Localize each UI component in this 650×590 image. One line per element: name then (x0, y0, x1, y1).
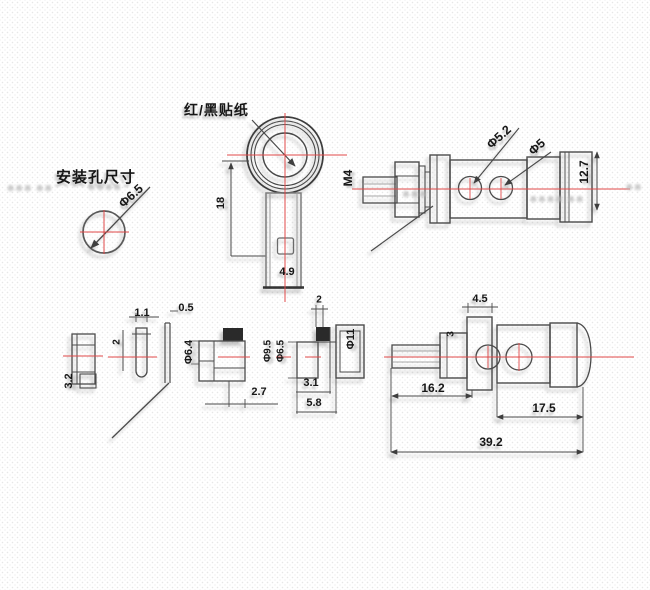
centerlines-group (63, 113, 634, 371)
dim-sec-w2: 5.8 (306, 397, 322, 409)
dim-lug-width: 2.7 (251, 386, 267, 398)
dim-sec-od2: Φ6.5 (275, 339, 287, 363)
dim-sec-w1: 3.1 (303, 377, 319, 389)
dim-sec-od3: Φ11 (345, 328, 357, 350)
lug-detail-view (191, 328, 278, 408)
front-view (222, 116, 324, 289)
watermark: ※※※※ (87, 182, 123, 193)
section-detail-view (288, 305, 365, 414)
linework-group (71, 116, 600, 455)
dim-stem-width: 4.9 (279, 266, 295, 278)
dim-pin-length: 2 (111, 339, 123, 345)
dim-asm-c: 16.2 (421, 381, 445, 395)
dim-asm-e: 39.2 (479, 435, 503, 449)
dim-asm-d: 17.5 (532, 401, 556, 415)
watermark: ※※※※ ※※ (529, 194, 585, 205)
dim-sec-gap: 2 (316, 294, 322, 306)
tab-detail-view (71, 333, 97, 389)
assembly-view (390, 303, 592, 455)
dim-pin-b: 0.5 (178, 302, 194, 314)
dim-lug-od: Φ6.4 (183, 339, 195, 365)
dim-asm-a: 4.5 (472, 293, 488, 305)
dim-tab-thickness: 3.2 (63, 373, 75, 389)
dim-front-height: 18 (215, 196, 227, 210)
dim-thread: M4 (341, 169, 355, 187)
watermark: ※※※ ※※ (6, 183, 54, 194)
dim-asm-b: 3 (445, 331, 457, 337)
watermark: ※※※ (402, 189, 428, 200)
dim-body-od: 12.7 (577, 160, 591, 184)
pin-detail-view (111, 310, 178, 439)
mounting-hole-title: 安装孔尺寸 (56, 169, 137, 186)
dim-sec-od1: Φ9.5 (262, 339, 274, 363)
dim-pin-a: 1.1 (134, 307, 150, 319)
sticker-label: 红/黑贴纸 (184, 102, 249, 118)
watermark: ※※ (625, 182, 643, 193)
